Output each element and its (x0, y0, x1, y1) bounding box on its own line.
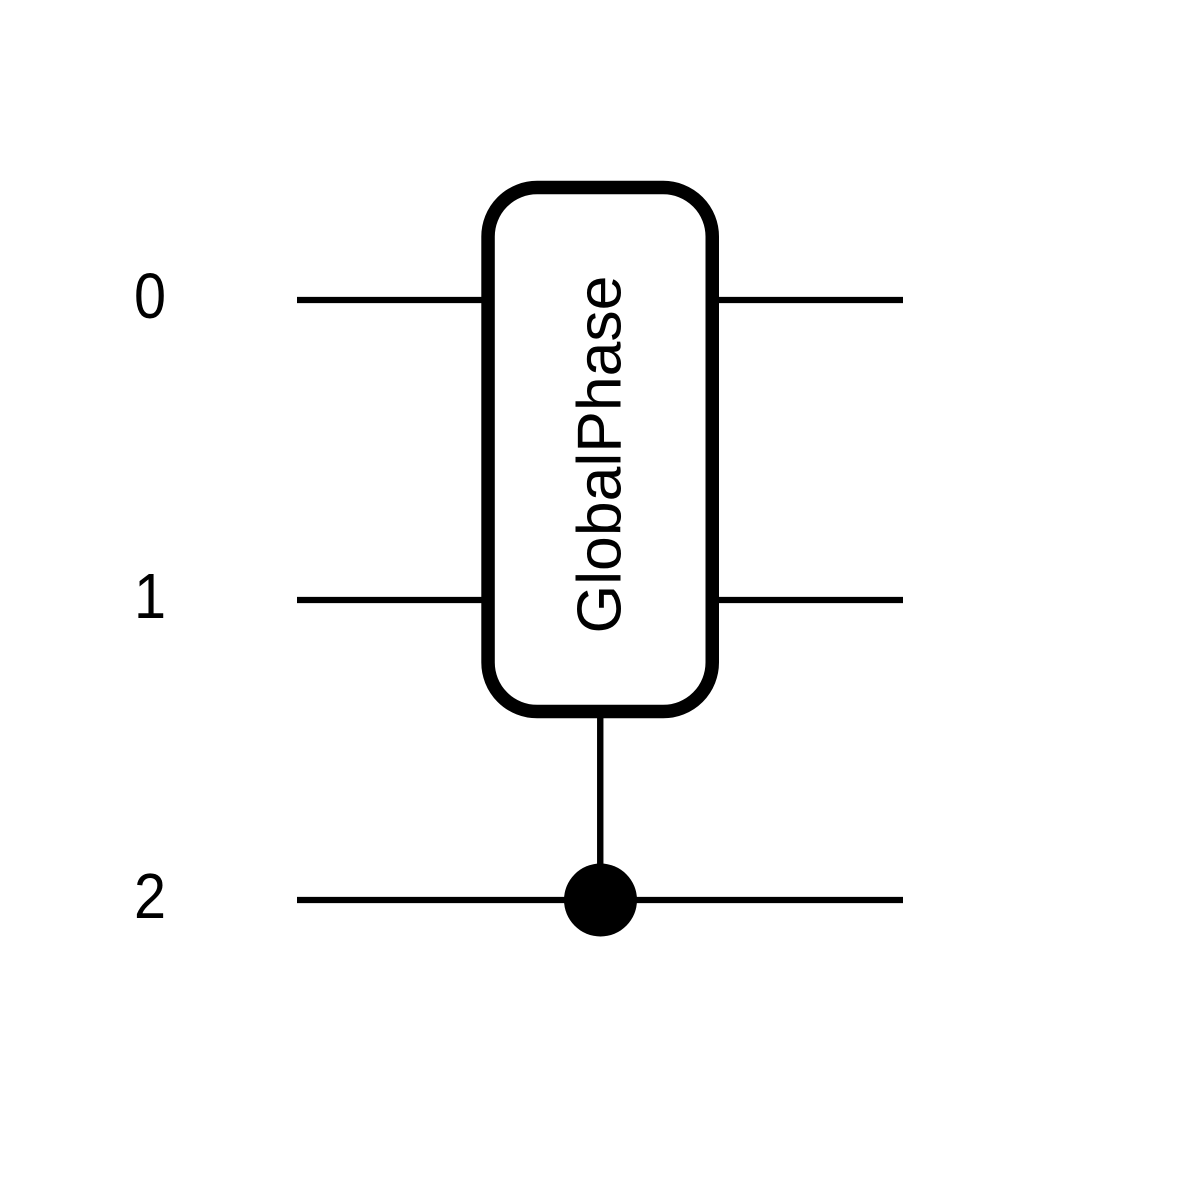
svg-text:GlobalPhase: GlobalPhase (565, 276, 635, 634)
svg-text:0: 0 (134, 260, 166, 331)
svg-text:1: 1 (134, 560, 166, 631)
svg-text:2: 2 (134, 860, 166, 931)
